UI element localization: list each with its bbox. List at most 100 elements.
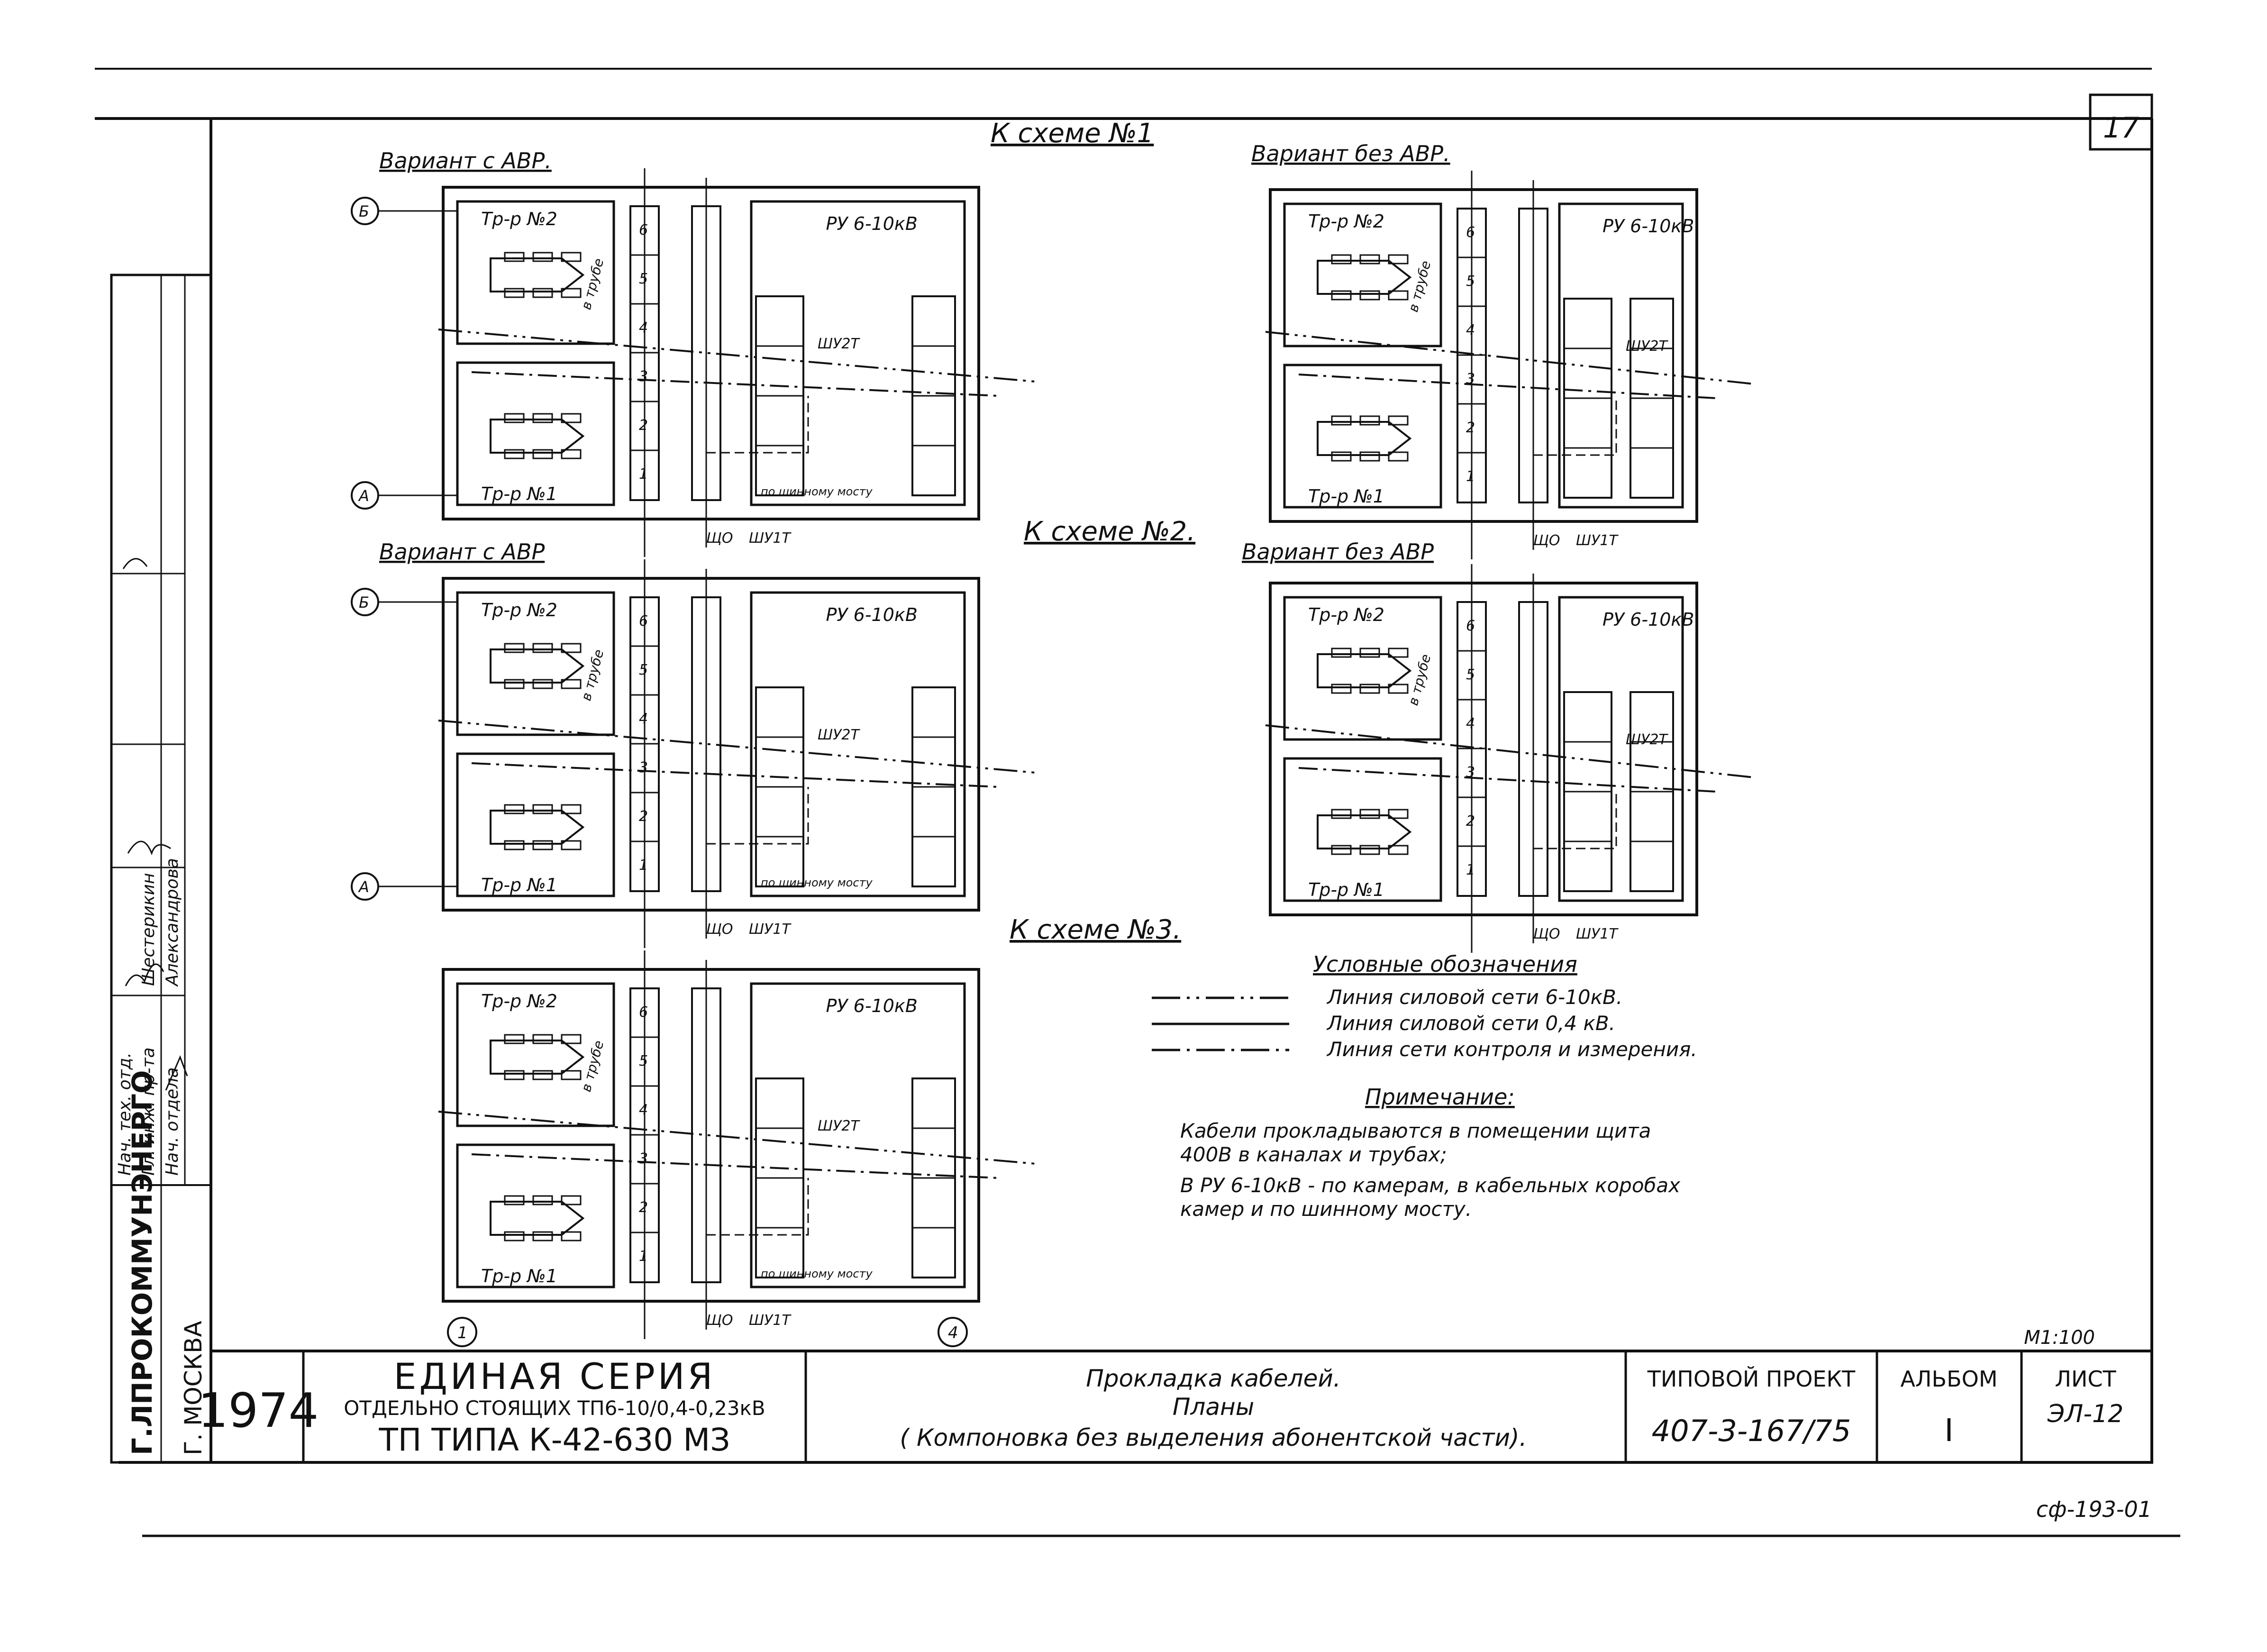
album-value: I <box>1944 1412 1953 1449</box>
drawing-sub: Планы <box>1173 1393 1254 1421</box>
substation-plans: Тр-р №2 Тр-р №1 в трубе 6 5 4 3 2 1 РУ 6-10кВ ЩО ШУ… <box>351 168 1754 1347</box>
label-shchu: ЩО <box>706 1312 733 1329</box>
section-scheme-2: К схеме №2. <box>1024 516 1195 547</box>
variant-without-avr-2: Вариант без АВР <box>1242 539 1434 565</box>
legend-item-3: Линия сети контроля и измерения. <box>1326 1038 1697 1061</box>
sheet-number-box <box>2089 93 2153 151</box>
label-tr2: Тр-р №2 <box>481 209 557 229</box>
cabinet-number: 6 <box>639 613 648 630</box>
project-number: 407-3-167/75 <box>1652 1414 1851 1448</box>
cabinet-number: 1 <box>639 466 648 483</box>
axis-markers-bottom <box>447 1317 968 1347</box>
axis-4: 4 <box>948 1323 958 1342</box>
sheet-value: ЭЛ-12 <box>2047 1400 2123 1428</box>
drawing-note: ( Компоновка без выделения абонентской ч… <box>900 1424 1527 1451</box>
cabinet-number: 4 <box>639 319 648 336</box>
label-shu1t: ШУ1Т <box>1576 532 1619 549</box>
cabinet-number: 2 <box>1466 420 1475 436</box>
axis-a: А <box>358 878 369 896</box>
transformer-1-4 <box>1317 415 1412 462</box>
label-in-pipe: в трубе <box>1405 259 1434 313</box>
title-block: 1974 ЕДИНАЯ СЕРИЯ ОТДЕЛЬНО СТОЯЩИХ ТП6-1… <box>198 1350 2153 1464</box>
transformer-2-4 <box>1317 254 1412 301</box>
label-shu2t: ШУ2Т <box>818 1118 860 1134</box>
label-ru: РУ 6-10кВ <box>826 995 918 1016</box>
cabinet-number: 3 <box>639 1150 648 1167</box>
label-ru: РУ 6-10кВ <box>1602 216 1694 237</box>
role-2: Гл. инж. пр-та <box>139 1047 158 1176</box>
cabinet-number: 5 <box>639 662 648 678</box>
cabinet-number: 5 <box>1466 273 1475 290</box>
cabinet-number: 1 <box>639 1248 648 1265</box>
name-1: Александрова <box>163 858 182 987</box>
axis-1: 1 <box>457 1323 468 1342</box>
note-line-4: камер и по шинному мосту. <box>1180 1197 1472 1221</box>
label-tr1: Тр-р №1 <box>481 1266 557 1287</box>
scale: М1:100 <box>2024 1327 2095 1349</box>
cabinet-number: 5 <box>639 1053 648 1069</box>
label-in-pipe: в трубе <box>578 648 607 702</box>
transformer-2-5 <box>1317 648 1412 694</box>
label-tr2: Тр-р №2 <box>481 991 557 1012</box>
cabinet-number: 4 <box>1466 322 1475 338</box>
label-shu1t: ШУ1Т <box>749 530 792 547</box>
label-shu1t: ШУ1Т <box>749 921 792 938</box>
plan-3 <box>438 950 1036 1339</box>
cabinet-number: 5 <box>1466 666 1475 683</box>
transformer-2-2 <box>490 643 585 689</box>
label-tr2: Тр-р №2 <box>481 600 557 621</box>
role-1: Нач. отдела <box>163 1068 182 1176</box>
cabinet-number: 2 <box>1466 813 1475 830</box>
section-scheme-3: К схеме №3. <box>1010 914 1181 945</box>
drawing-title: Прокладка кабелей. <box>1086 1365 1341 1392</box>
cabinet-number: 3 <box>639 368 648 385</box>
label-shu2t: ШУ2Т <box>1626 731 1668 748</box>
section-scheme-1: К схеме №1 <box>991 118 1154 149</box>
cabinet-number: 3 <box>639 759 648 776</box>
cabinet-number: 3 <box>1466 371 1475 387</box>
cabinet-number: 1 <box>1466 862 1475 878</box>
legend: Условные обозначения Линия силовой сети … <box>1152 951 1697 1061</box>
label-shu1t: ШУ1Т <box>749 1312 792 1329</box>
legend-item-2: Линия силовой сети 0,4 кВ. <box>1326 1012 1615 1035</box>
label-busbar: по шинному мосту <box>761 485 873 498</box>
label-tr1: Тр-р №1 <box>1308 486 1384 507</box>
year: 1974 <box>198 1383 319 1438</box>
label-busbar: по шинному мосту <box>761 876 873 889</box>
label-in-pipe: в трубе <box>1405 652 1434 707</box>
cabinet-number: 1 <box>1466 468 1475 485</box>
label-tr2: Тр-р №2 <box>1308 211 1384 232</box>
variant-with-avr-1: Вариант с АВР. <box>379 148 552 173</box>
legend-item-1: Линия силовой сети 6-10кВ. <box>1326 986 1622 1009</box>
project-label: ТИПОВОЙ ПРОЕКТ <box>1647 1366 1856 1392</box>
cabinet-number: 4 <box>639 1102 648 1118</box>
label-shu2t: ШУ2Т <box>1626 338 1668 355</box>
transformer-1-5 <box>1317 809 1412 855</box>
cabinet-number: 2 <box>639 417 648 434</box>
cabinet-number: 3 <box>1466 764 1475 781</box>
axis-b: Б <box>359 593 369 612</box>
cabinet-number: 4 <box>639 711 648 727</box>
note-line-3: В РУ 6-10кВ - по камерам, в кабельных ко… <box>1180 1174 1681 1197</box>
label-in-pipe: в трубе <box>578 1039 607 1093</box>
label-ru: РУ 6-10кВ <box>826 604 918 625</box>
label-in-pipe: в трубе <box>578 256 607 311</box>
label-busbar: по шинному мосту <box>761 1267 873 1280</box>
name-2: Шестерикин <box>139 873 158 986</box>
role-3: Нач. тех. отд. <box>115 1052 135 1176</box>
transformer-2-3 <box>490 1034 585 1080</box>
label-shu1t: ШУ1Т <box>1576 926 1619 942</box>
cabinet-number: 2 <box>639 808 648 825</box>
label-tr1: Тр-р №1 <box>481 484 557 504</box>
transformer-1-2 <box>490 804 585 850</box>
cabinet-number: 6 <box>639 1004 648 1021</box>
plan-4 <box>1265 171 1754 559</box>
label-shchu: ЩО <box>706 921 733 938</box>
transformer-1-3 <box>490 1195 585 1241</box>
cabinet-number: 1 <box>639 857 648 874</box>
catalog-number: сф-193-01 <box>2036 1497 2152 1522</box>
variant-without-avr-1: Вариант без АВР. <box>1251 141 1450 166</box>
series-sub: ОТДЕЛЬНО СТОЯЩИХ ТП6-10/0,4-0,23кВ <box>344 1396 765 1420</box>
sheet-label: ЛИСТ <box>2055 1366 2116 1392</box>
